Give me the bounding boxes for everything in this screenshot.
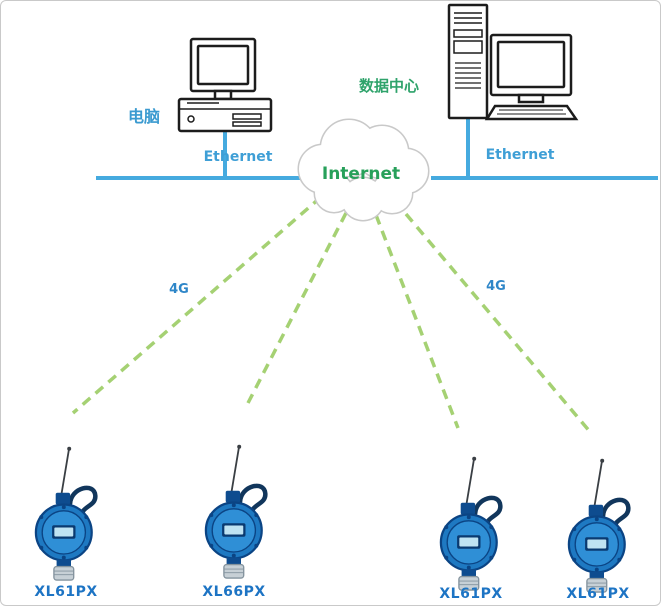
ethernet-right-label: Ethernet	[485, 147, 555, 163]
gas-detector-4	[569, 459, 628, 592]
datacenter-label: 数据中心	[358, 77, 420, 95]
wireless-right-label: 4G	[486, 279, 506, 294]
device-label-3: XL61PX	[439, 586, 503, 602]
internet-label: Internet	[321, 164, 401, 184]
internet-cloud-icon	[297, 118, 430, 222]
computer-label: 电脑	[127, 107, 161, 126]
device-label-2: XL66PX	[202, 584, 266, 600]
wireless-link-1	[71, 195, 323, 415]
server-workstation-icon	[447, 3, 579, 121]
desktop-computer-icon	[177, 37, 273, 133]
gas-detector-2	[206, 445, 265, 578]
ethernet-lines	[96, 119, 658, 180]
ethernet-left-label: Ethernet	[203, 149, 273, 165]
wireless-link-2	[246, 212, 348, 404]
wireless-link-4	[393, 199, 593, 435]
wireless-link-3	[374, 214, 460, 429]
gas-detector-1	[36, 447, 95, 580]
device-label-1: XL61PX	[34, 584, 98, 600]
wireless-left-label: 4G	[169, 282, 189, 297]
wireless-links	[71, 195, 593, 435]
gas-detector-3	[441, 457, 500, 590]
device-label-4: XL61PX	[566, 586, 630, 602]
